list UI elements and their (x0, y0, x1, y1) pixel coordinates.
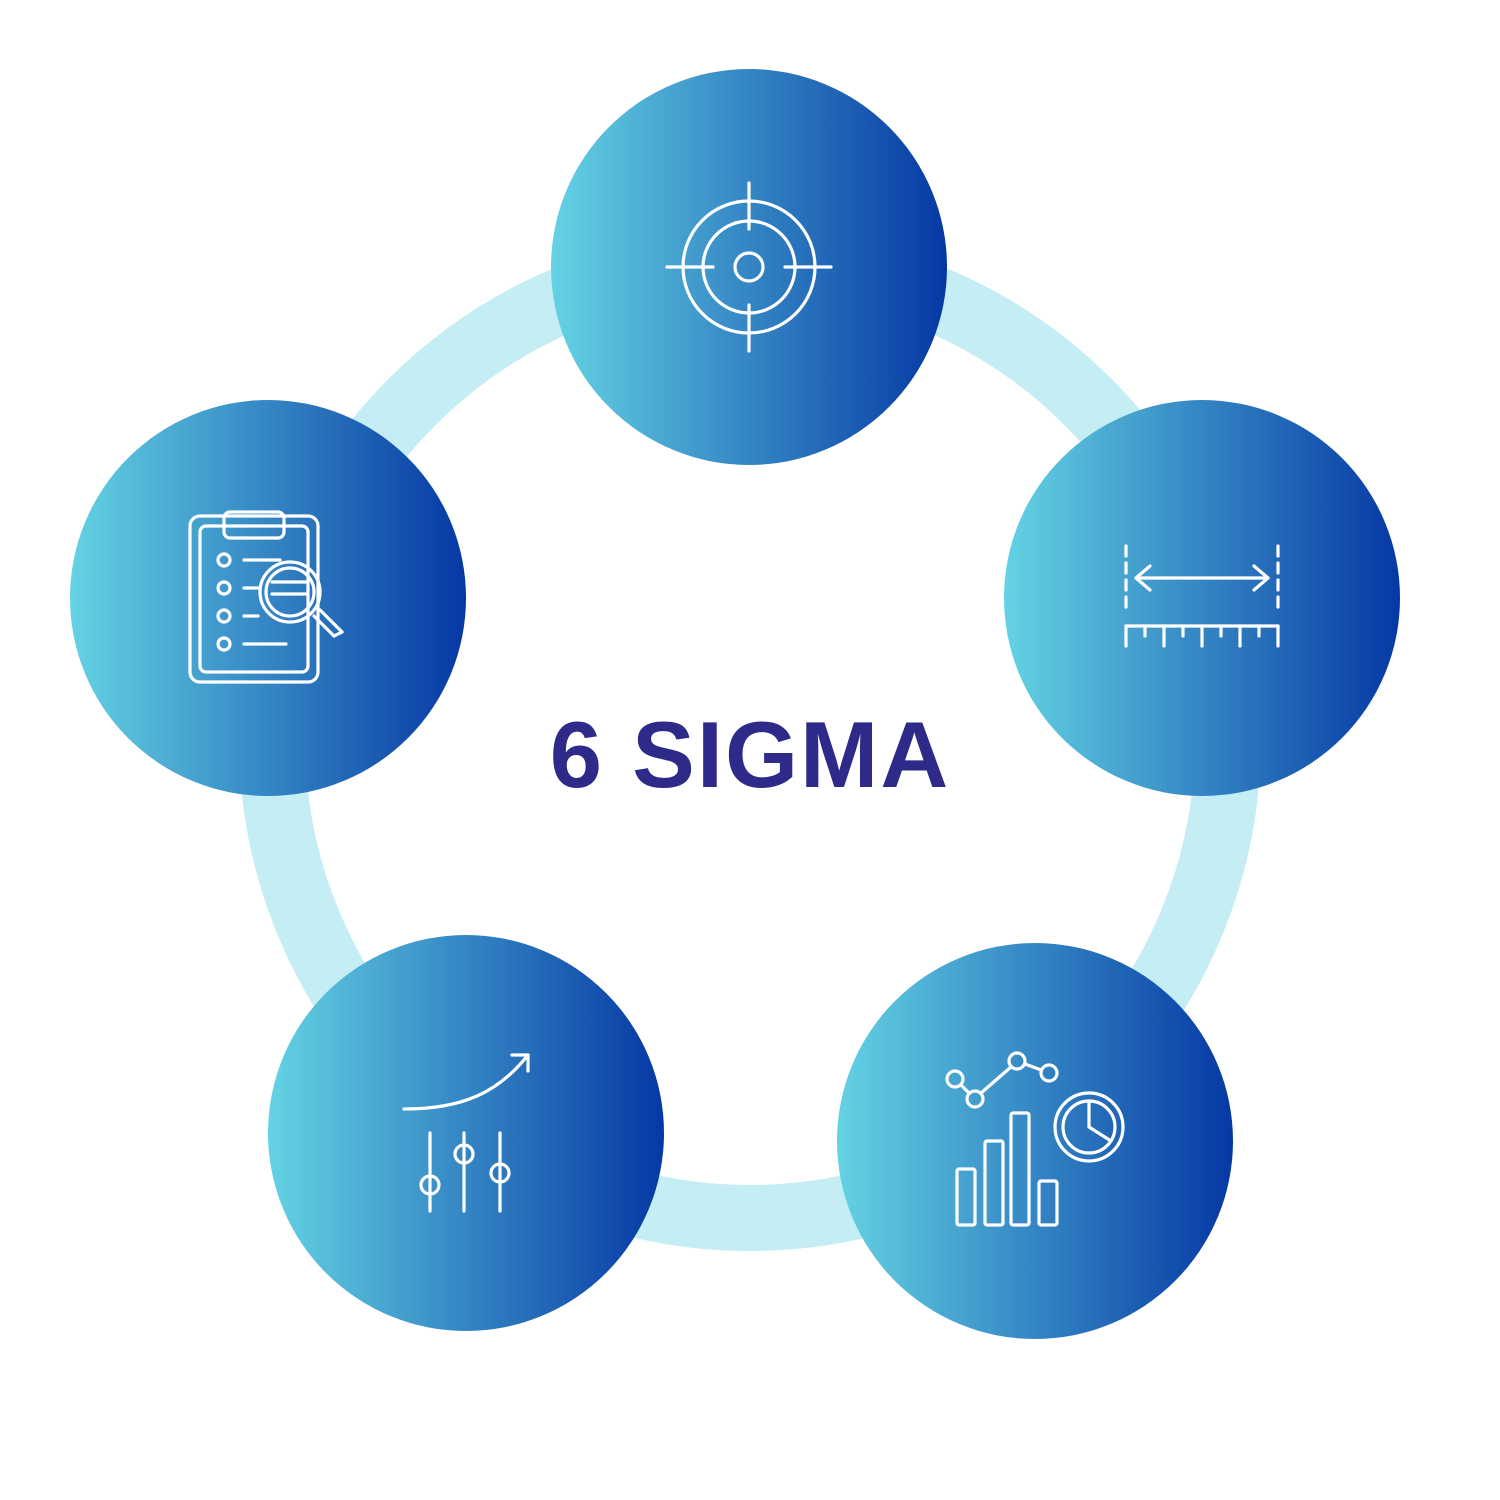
analyze-node (837, 943, 1233, 1339)
data-charts-icon (945, 1051, 1125, 1227)
improve-node (268, 935, 664, 1331)
control-node (70, 400, 466, 796)
trend-sliders-icon (402, 1053, 530, 1213)
measurement-ruler-icon (1124, 544, 1280, 648)
clipboard-magnifier-icon (188, 510, 344, 684)
crosshair-target-icon (665, 181, 833, 353)
target-node (551, 69, 947, 465)
measure-node (1004, 400, 1400, 796)
diagram-title: 6 SIGMA (549, 702, 951, 807)
